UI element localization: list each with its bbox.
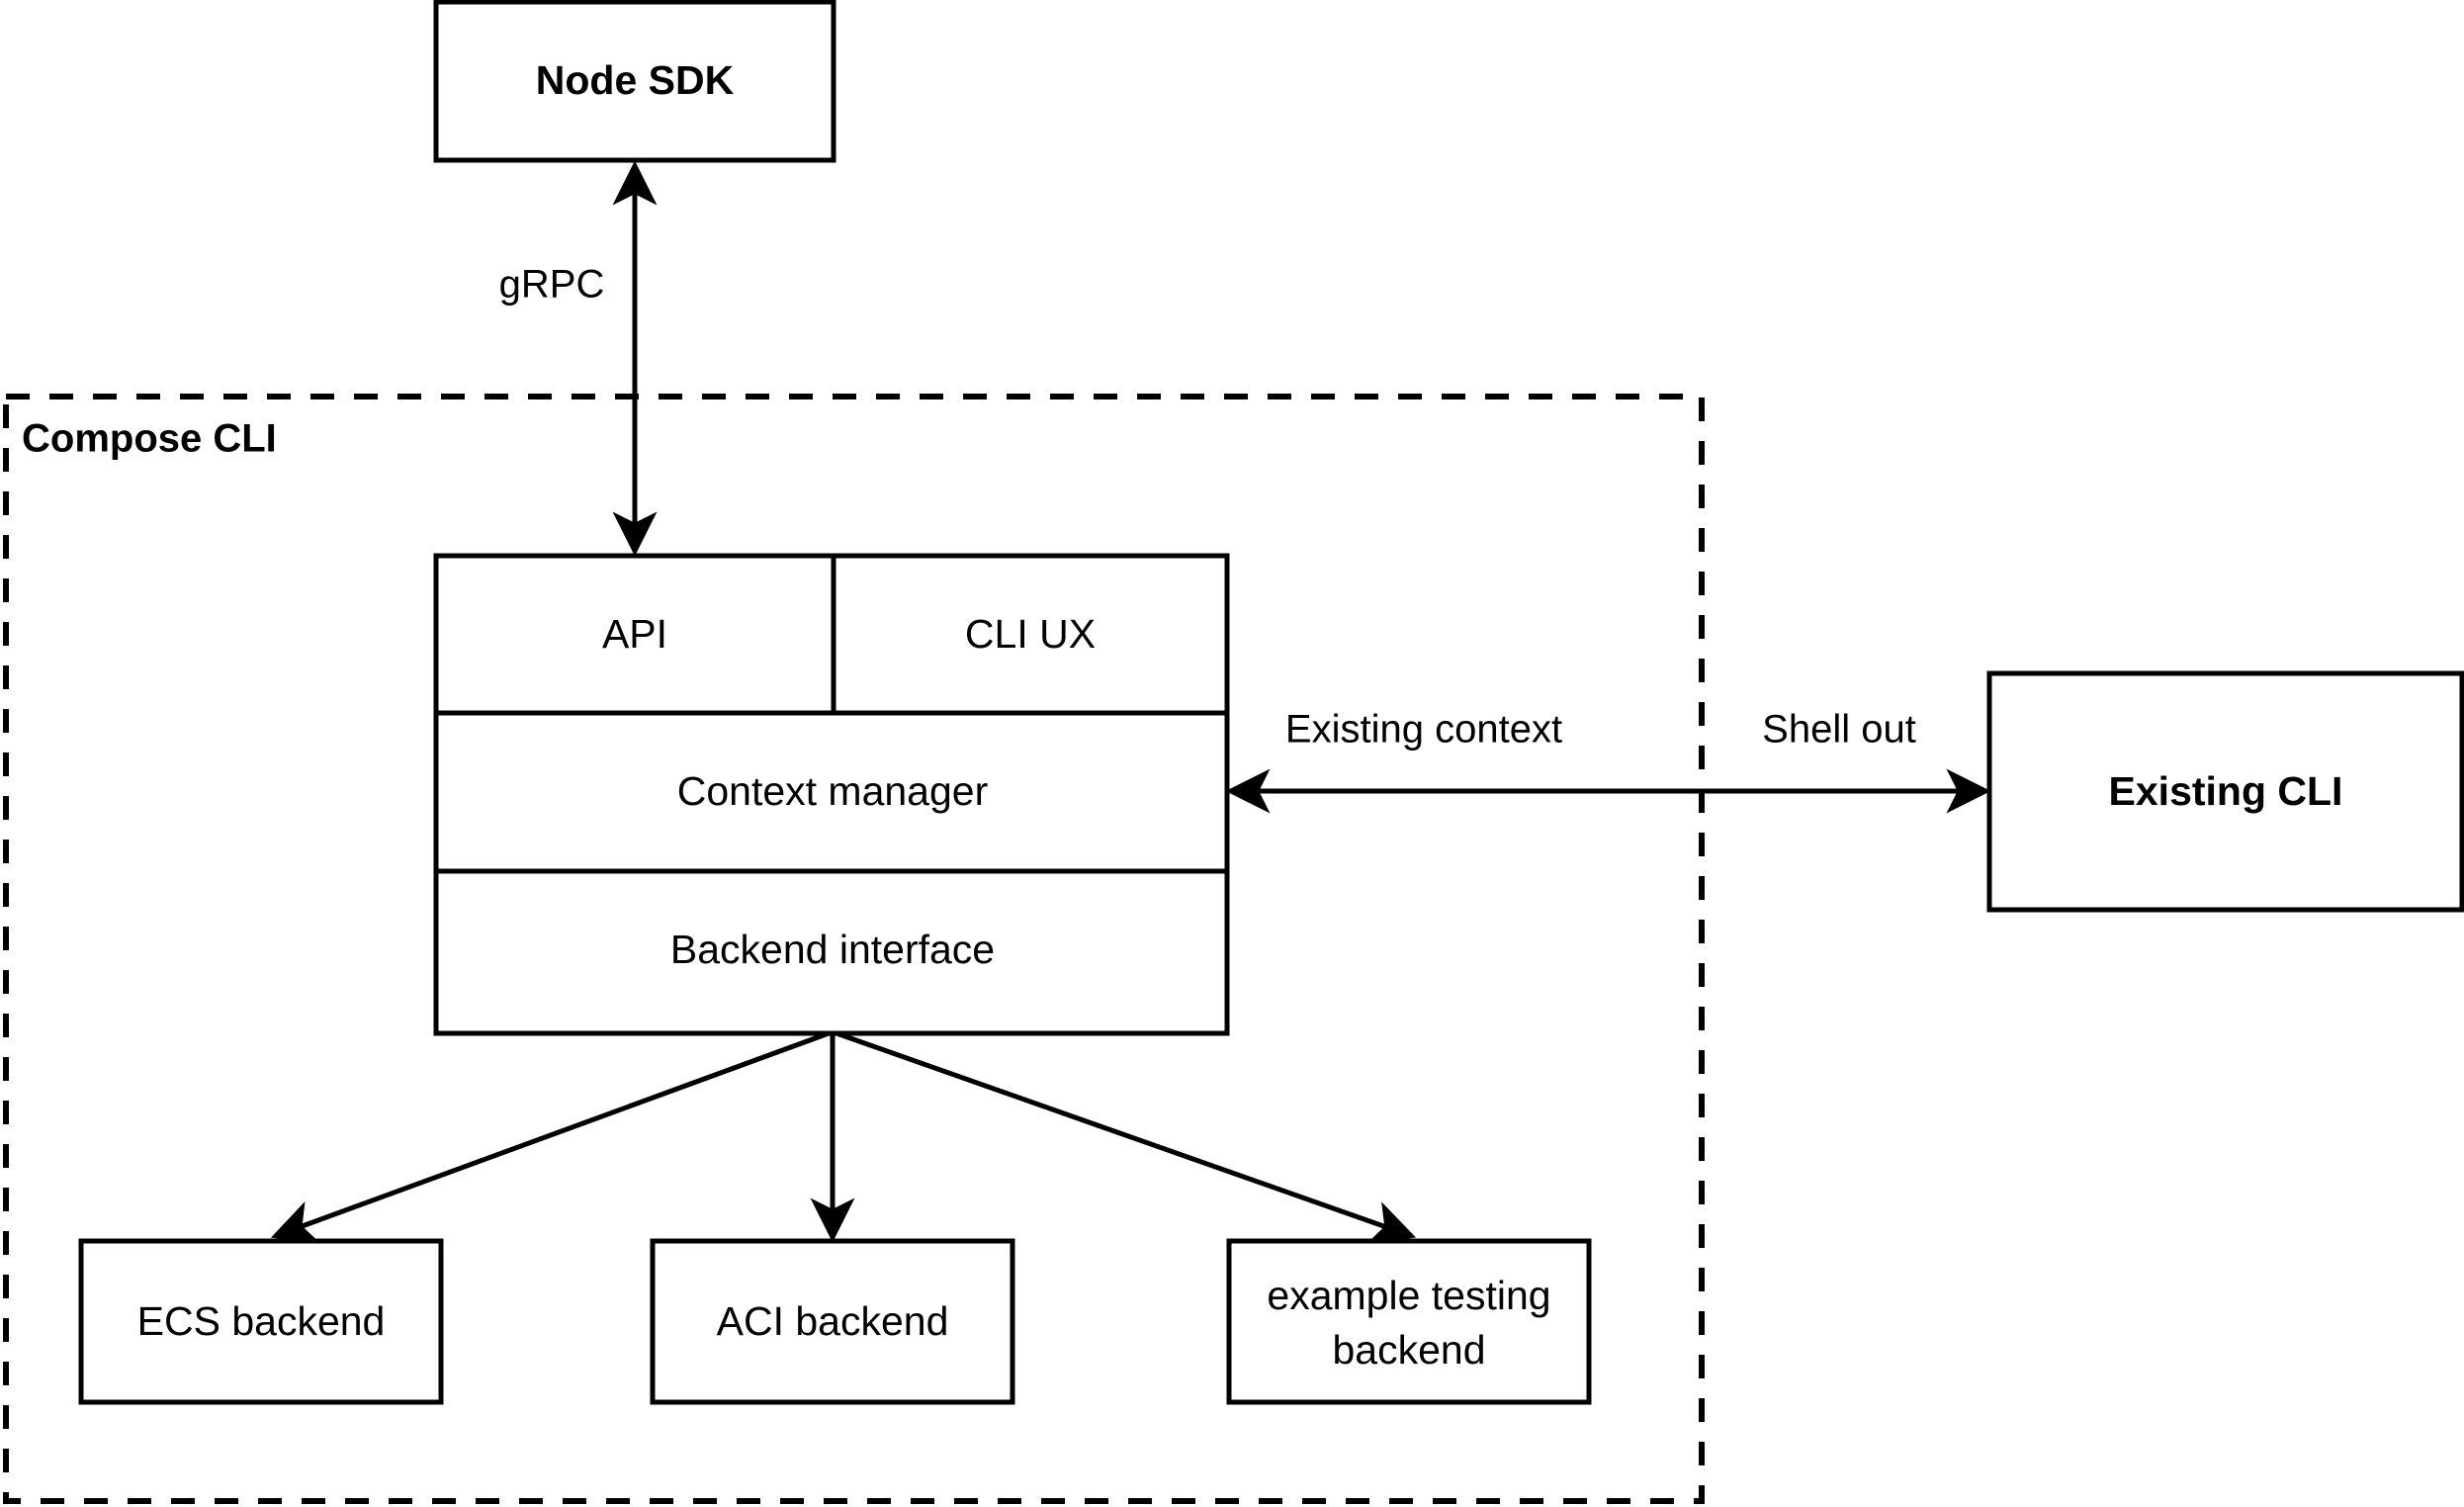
context-manager-label: Context manager xyxy=(677,768,989,814)
grpc-edge: gRPC xyxy=(499,160,658,557)
example-testing-backend-rect[interactable] xyxy=(1226,1238,1592,1405)
example-testing-backend-label-line2: backend xyxy=(1332,1327,1485,1373)
ecs-backend-box[interactable]: ECS backend xyxy=(78,1238,444,1405)
api-label: API xyxy=(602,611,667,657)
compose-cli-group-border xyxy=(3,394,1705,1504)
aci-backend-label: ACI backend xyxy=(717,1298,949,1344)
existing-cli-label: Existing CLI xyxy=(2109,768,2343,814)
context-manager-cell[interactable]: Context manager xyxy=(677,768,989,814)
example-testing-backend-label-line1: example testing xyxy=(1267,1273,1550,1318)
cli-stack-box: API CLI UX Context manager Backend inter… xyxy=(433,553,1230,1036)
edge-backend-interface-to-example-testing xyxy=(836,1030,1417,1244)
example-testing-backend-box[interactable]: example testing backend xyxy=(1226,1238,1592,1405)
ecs-backend-label: ECS backend xyxy=(137,1298,386,1344)
backend-interface-label: Backend interface xyxy=(670,927,995,972)
cli-ux-label: CLI UX xyxy=(965,611,1096,657)
backend-interface-cell[interactable]: Backend interface xyxy=(670,927,995,972)
node-sdk-label: Node SDK xyxy=(536,57,735,103)
aci-backend-box[interactable]: ACI backend xyxy=(650,1238,1015,1405)
compose-cli-group-label: Compose CLI xyxy=(22,417,277,461)
cli-ux-cell[interactable]: CLI UX xyxy=(965,611,1096,657)
node-sdk-rect[interactable] xyxy=(433,0,836,163)
existing-cli-box[interactable]: Existing CLI xyxy=(1986,670,2464,913)
existing-context-edge-label: Existing context xyxy=(1285,708,1562,752)
grpc-edge-label: gRPC xyxy=(499,263,605,307)
compose-cli-group: Compose CLI xyxy=(3,394,1705,1504)
shell-out-edge-label: Shell out xyxy=(1762,708,1916,752)
existing-cli-rect[interactable] xyxy=(1986,670,2464,913)
node-sdk-box[interactable]: Node SDK xyxy=(433,0,836,163)
backend-fanout-edges xyxy=(270,1030,1417,1244)
api-cell[interactable]: API xyxy=(602,611,667,657)
aci-backend-rect[interactable] xyxy=(650,1238,1015,1405)
edge-backend-interface-to-ecs xyxy=(270,1030,830,1244)
ecs-backend-rect[interactable] xyxy=(78,1238,444,1405)
shell-out-edge: Shell out xyxy=(1233,708,1991,814)
